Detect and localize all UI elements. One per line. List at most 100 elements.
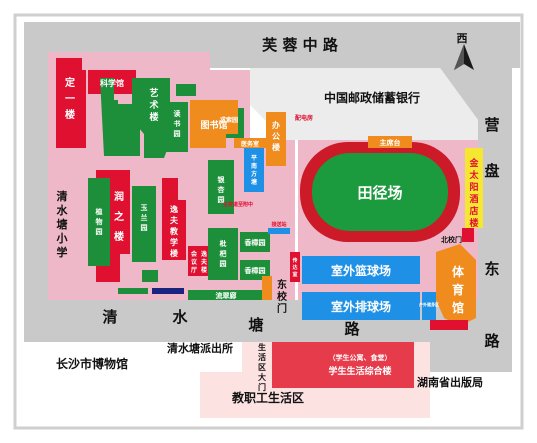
school-char-2: 水 <box>57 203 69 217</box>
campus-road-label: 主校道至附中 <box>223 201 253 208</box>
yifu-char-4: 学 <box>170 237 178 247</box>
runzhi-char-1: 润 <box>114 190 124 203</box>
yulan-char-1: 玉 <box>141 204 148 212</box>
yulan-char-2: 兰 <box>141 213 148 222</box>
right-road-lower <box>478 250 512 372</box>
ding-yi-building <box>56 58 86 148</box>
camphor-2-label: 香樟园 <box>244 266 266 275</box>
art-char-2: 术 <box>148 99 158 111</box>
ginkgo-char-1: 银 <box>218 175 226 184</box>
east-gate-char-1: 东 <box>277 278 287 291</box>
compass-label: 西 <box>457 32 468 45</box>
meeting-char-1: 会 <box>191 250 198 258</box>
blue-strip <box>152 288 184 294</box>
gym-char-2: 育 <box>452 282 464 297</box>
road-label-qingshuitang-1: 清 <box>102 308 117 326</box>
guard-char-2: 达 <box>292 264 297 271</box>
runzhi-char-2: 之 <box>114 210 124 223</box>
hotel-char-3: 阳 <box>469 182 478 193</box>
guard-room <box>290 252 300 282</box>
hotel-char-2: 太 <box>468 169 479 181</box>
gym-char-1: 体 <box>452 264 465 279</box>
school-char-3: 塘 <box>57 217 68 231</box>
north-gate-label: 北校门 <box>441 235 462 244</box>
stage-label: 主席台 <box>380 138 401 147</box>
road-label-yingpan-4: 路 <box>484 332 500 350</box>
school-char-1: 清 <box>57 189 68 203</box>
clinic-label: 医务室 <box>241 140 259 148</box>
office-building <box>266 112 286 166</box>
small-garden <box>142 270 158 282</box>
golden-sun-hotel <box>465 148 483 228</box>
north-gate-marker <box>462 228 474 242</box>
east-gate-char-3: 门 <box>277 302 287 315</box>
museum-label: 长沙市博物馆 <box>56 356 128 371</box>
reading-char-2: 书 <box>174 119 181 128</box>
staff-area-label: 教职工生活区 <box>231 390 304 405</box>
yulan-garden <box>132 186 156 262</box>
stage <box>368 136 412 148</box>
transit-stop-label: 接送站 <box>270 221 286 228</box>
reading-char-3: 园 <box>174 129 181 138</box>
east-gate-char-2: 校 <box>277 290 288 303</box>
yifu-char-1: 逸 <box>170 204 178 214</box>
gate-char-2: 活 <box>258 352 266 362</box>
small-garden-top <box>176 84 196 96</box>
liucui-corridor <box>188 290 264 300</box>
track-label: 田径场 <box>357 184 402 202</box>
basketball-label: 室外篮球场 <box>331 263 391 278</box>
gate-char-3: 区 <box>258 363 266 372</box>
school-char-5: 学 <box>57 245 68 259</box>
zhiwu-char-1: 植 <box>95 207 103 216</box>
gate-char-4: 大 <box>258 372 266 382</box>
road-label-yingpan-3: 东 <box>484 260 499 278</box>
meeting-char-3: 厅 <box>191 266 197 274</box>
art-char-3: 楼 <box>149 111 158 123</box>
dorm-complex-subtitle: （学生公寓、食堂） <box>329 353 392 362</box>
qiusuo-label: 求索园 <box>220 116 238 124</box>
office-char-3: 楼 <box>272 142 280 152</box>
road-label-furong: 芙 蓉 中 路 <box>261 36 339 54</box>
fitness-area <box>422 292 436 320</box>
guard-char-3: 室 <box>292 271 297 278</box>
pingnan-char-4: 塘 <box>251 178 257 186</box>
ding-yi-char-1: 定 <box>65 76 75 89</box>
yifu-tower-char-3: 楼 <box>201 266 207 274</box>
volleyball-court <box>302 292 420 320</box>
student-living-complex <box>272 342 414 388</box>
guard-char-1: 传 <box>291 257 297 264</box>
yifu-tower-char-2: 夫 <box>200 258 208 266</box>
hotel-char-1: 金 <box>468 157 479 169</box>
gate-char-5: 门 <box>258 382 266 392</box>
yifu-char-2: 夫 <box>169 215 179 225</box>
camphor-garden-2 <box>240 260 270 280</box>
road-label-qingshuitang-3: 塘 <box>248 316 263 334</box>
track-field <box>312 153 448 231</box>
reading-garden <box>166 102 188 152</box>
basketball-court <box>302 256 420 284</box>
north-arrow-icon <box>454 44 474 70</box>
botanical-garden <box>88 178 110 266</box>
gymnasium <box>436 244 476 326</box>
green-strip <box>118 288 148 294</box>
yifu-char-3: 教 <box>169 226 179 236</box>
ding-yi-char-2: 一 <box>65 94 75 105</box>
pingnan-char-3: 方 <box>251 170 257 178</box>
library <box>190 100 238 148</box>
pingnan-char-1: 平 <box>251 155 257 162</box>
clinic <box>234 138 266 148</box>
library-label: 图书馆 <box>200 119 227 131</box>
office-char-1: 办 <box>272 120 280 130</box>
police-label: 清水塘派出所 <box>167 341 233 355</box>
ginkgo-garden <box>208 160 234 214</box>
ginkgo-char-3: 园 <box>218 195 225 204</box>
yifu-tower-char-1: 逸 <box>201 250 207 258</box>
zhiwu-char-2: 物 <box>96 217 103 226</box>
road-label-yingpan-1: 营 <box>484 116 499 134</box>
runzhi-char-3: 楼 <box>114 230 124 243</box>
transit-stop <box>268 228 290 234</box>
fitness-label: 户外健身区 <box>419 301 439 307</box>
loquat-garden <box>208 228 238 280</box>
